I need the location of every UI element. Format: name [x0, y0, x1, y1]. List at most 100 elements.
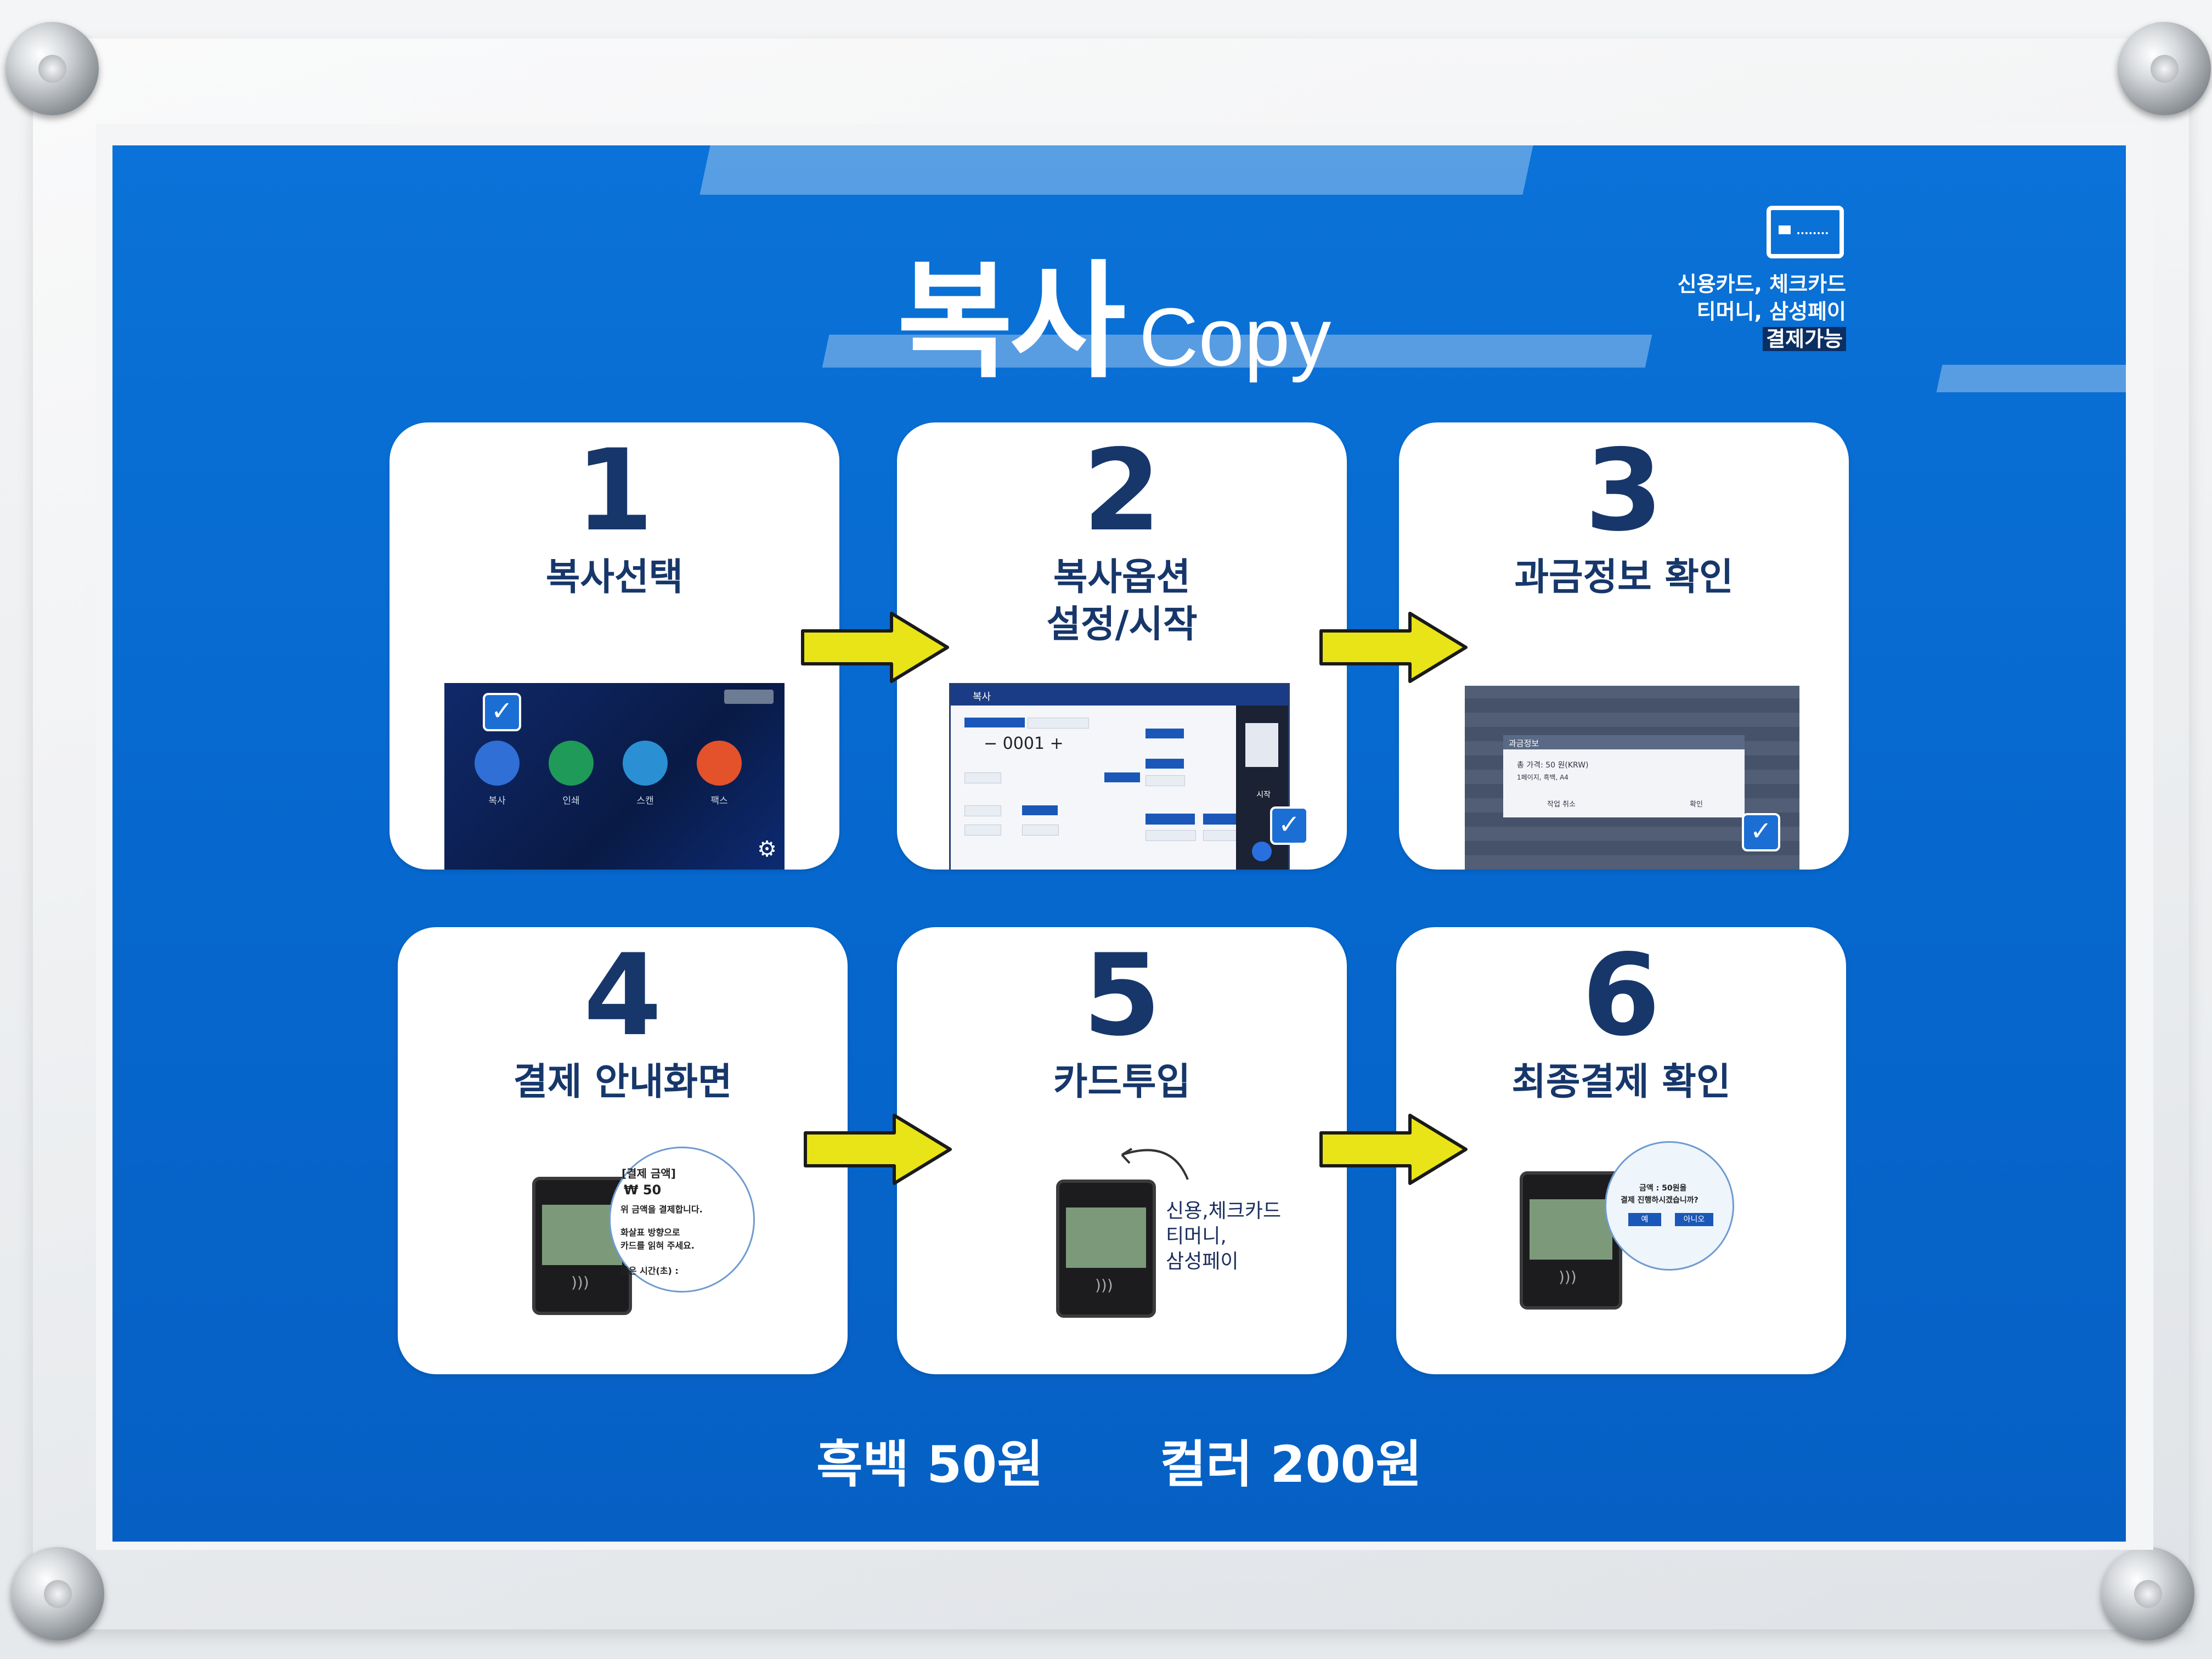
app-label: 스캔 [636, 795, 654, 806]
bubble-line: 카드를 읽혀 주세요. [620, 1240, 695, 1251]
step-number: 4 [583, 930, 662, 1061]
contactless-icon: ))) [1559, 1268, 1577, 1286]
step-label: 최종결제 확인 [1511, 1060, 1731, 1104]
copy-app-icon [475, 741, 520, 786]
step-3-tile: 3 과금정보 확인 과금정보 총 가격: 50 원(KRW) 1페이지, 흑백,… [1399, 422, 1849, 870]
mono-price: 흑백 50원 [816, 1435, 1043, 1494]
arrow-right-icon [1319, 1114, 1468, 1185]
card-types-line: 삼성페이 [1166, 1250, 1239, 1273]
curved-arrow-icon [1121, 1148, 1189, 1180]
step-label-line: 복사옵션 [1053, 556, 1191, 599]
option-button [1146, 814, 1195, 825]
option-button [1146, 729, 1184, 738]
payment-note-line: 결제가능 [1763, 327, 1846, 351]
reflection-glare [699, 145, 1533, 195]
standoff-bolt-top-right [2118, 22, 2211, 115]
copy-counter: − 0001 + [984, 734, 1064, 753]
step-label: 과금정보 확인 [1514, 556, 1734, 599]
reflection-glare [1936, 365, 2126, 392]
bubble-line: 금액 : 50원을 [1639, 1184, 1687, 1193]
option-button [1146, 759, 1184, 769]
payment-note-line: 신용카드, 체크카드 [1677, 272, 1846, 296]
screen-header [951, 685, 1288, 706]
step-number: 6 [1582, 930, 1661, 1061]
step-4-tile: 4 결제 안내화면 ))) [결제 금액] ₩ 50 위 금액을 결제합니다. … [398, 927, 848, 1374]
confirm-button: 확인 [1690, 800, 1703, 809]
charge-dialog: 과금정보 총 가격: 50 원(KRW) 1페이지, 흑백, A4 작업 취소 … [1503, 735, 1745, 817]
option-cell [964, 772, 1001, 783]
payment-amount-bubble: [결제 금액] ₩ 50 위 금액을 결제합니다. 화살표 방향으로 카드를 읽… [609, 1147, 755, 1293]
option-cell [964, 825, 1001, 836]
start-icon [1252, 842, 1272, 861]
payment-note-line: 티머니, 삼성페이 [1696, 300, 1846, 324]
option-cell [1022, 825, 1059, 836]
app-label: 팩스 [710, 795, 728, 806]
app-label: 인쇄 [562, 795, 580, 806]
card-types-line: 티머니, [1166, 1225, 1227, 1248]
step-number: 3 [1584, 426, 1663, 556]
terminal-screen [1530, 1199, 1612, 1260]
step-5-tile: 5 카드투입 ))) 신용,체크카드 티머니, 삼성페이 [897, 927, 1347, 1374]
print-app-icon [549, 741, 594, 786]
color-price: 컬러 200원 [1160, 1435, 1422, 1494]
step-label: 결제 안내화면 [513, 1060, 732, 1104]
contactless-icon: ))) [1095, 1276, 1113, 1294]
payment-methods-note: 신용카드, 체크카드 티머니, 삼성페이 결제가능 [1616, 270, 1846, 353]
yes-button: 예 [1628, 1213, 1661, 1226]
option-cell [1146, 775, 1185, 786]
step-label-line: 설정/시작 [1046, 603, 1198, 646]
title-english: Copy [1139, 291, 1331, 383]
confirm-payment-bubble: 금액 : 50원을 결제 진행하시겠습니까? 예 아니오 [1605, 1141, 1734, 1271]
fax-app-icon [697, 741, 742, 786]
option-button [1104, 772, 1140, 782]
bubble-line: 위 금액을 결제합니다. [620, 1204, 703, 1215]
home-screen-illustration: ✓ 복사 인쇄 스캔 팩스 ⚙ [444, 683, 785, 870]
step-1-tile: 1 복사선택 ✓ 복사 인쇄 스캔 팩스 ⚙ [390, 422, 839, 870]
option-cell [964, 805, 1001, 816]
price-line: 총 가격: 50 원(KRW) [1517, 761, 1589, 770]
card-types-line: 신용,체크카드 [1166, 1200, 1282, 1222]
standoff-bolt-top-left [5, 22, 99, 115]
bubble-amount: ₩ 50 [624, 1182, 662, 1198]
preview-thumbnail [1245, 723, 1278, 767]
tab-basic [964, 718, 1025, 727]
dialog-title: 과금정보 [1509, 738, 1539, 748]
cancel-job-button: 작업 취소 [1547, 800, 1576, 809]
status-pill [724, 690, 774, 704]
start-label: 시작 [1256, 791, 1271, 799]
arrow-right-icon [804, 1114, 952, 1185]
copy-options-screen-illustration: 복사 − 0001 + 시작 [949, 683, 1290, 870]
gear-icon: ⚙ [757, 837, 777, 862]
step-label: 카드투입 [1053, 1060, 1191, 1104]
price-info: 흑백 50원 컬러 200원 [112, 1424, 2126, 1497]
bubble-line: 남은 시간(초) : [620, 1266, 679, 1276]
terminal-screen [1066, 1207, 1146, 1268]
step-6-tile: 6 최종결제 확인 ))) 금액 : 50원을 결제 진행하시겠습니까? 예 아… [1396, 927, 1846, 1374]
standoff-bolt-bottom-left [11, 1547, 104, 1640]
terminal-screen [542, 1205, 622, 1265]
step-number: 2 [1082, 426, 1161, 556]
checkmark-icon: ✓ [483, 693, 521, 731]
option-cell [1146, 830, 1196, 841]
tab-favorites [1028, 718, 1089, 729]
dialog-header [1503, 735, 1745, 749]
app-label: 복사 [488, 795, 506, 806]
checkmark-icon: ✓ [1270, 806, 1308, 845]
title-korean: 복사 [897, 249, 1126, 396]
standoff-bolt-bottom-right [2101, 1547, 2194, 1640]
card-types-note: 신용,체크카드 티머니, 삼성페이 [1166, 1199, 1281, 1274]
card-terminal: ))) [1056, 1180, 1156, 1318]
checkmark-icon: ✓ [1742, 813, 1780, 851]
step-number: 5 [1082, 930, 1161, 1061]
step-label: 복사선택 [545, 556, 684, 599]
screen-header-title: 복사 [973, 691, 991, 703]
bubble-heading: [결제 금액] [622, 1167, 676, 1180]
detail-line: 1페이지, 흑백, A4 [1517, 774, 1568, 781]
step-number: 1 [575, 426, 654, 556]
contactless-icon: ))) [571, 1273, 589, 1291]
bubble-line: 화살표 방향으로 [620, 1227, 680, 1238]
arrow-right-icon [801, 612, 949, 683]
